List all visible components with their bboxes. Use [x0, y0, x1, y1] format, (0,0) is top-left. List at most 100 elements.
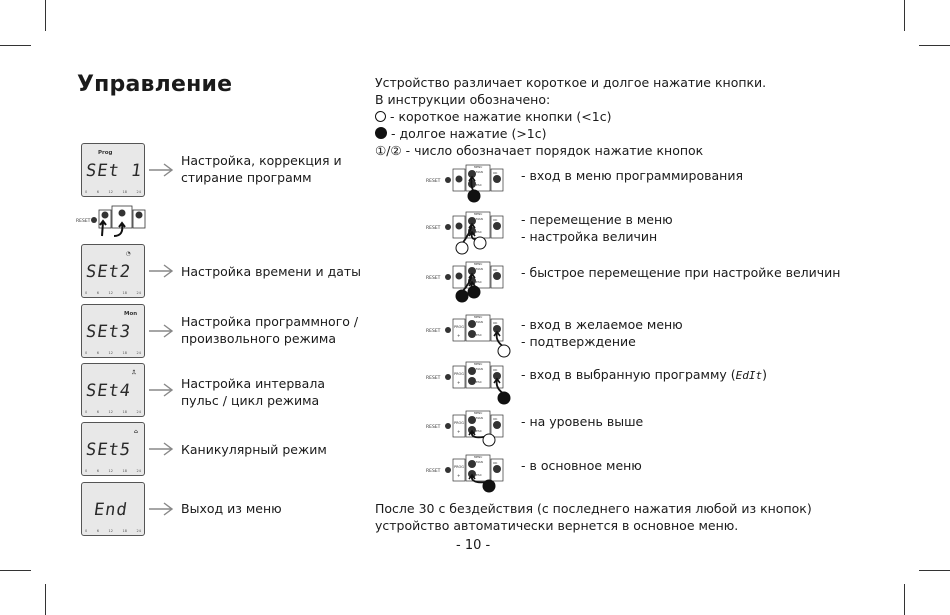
crop-mark: [0, 570, 31, 571]
long-press-icon: [467, 285, 481, 299]
svg-text:MAN: MAN: [476, 170, 483, 174]
svg-text:+: +: [457, 429, 460, 434]
lcd-segment-text: SEt 1: [84, 161, 144, 181]
svg-text:ESC: ESC: [476, 333, 482, 337]
action-line-part: - вход в выбранную программу (: [521, 367, 736, 382]
action-line: - на уровень выше: [521, 414, 644, 429]
scale-tick: 0: [85, 410, 88, 414]
svg-text:OK: OK: [493, 368, 498, 372]
svg-text:MENU: MENU: [474, 262, 482, 266]
long-press-icon: [467, 189, 481, 203]
svg-text:PROG: PROG: [454, 421, 464, 425]
scale-tick: 12: [108, 190, 113, 194]
reset-button: [445, 274, 451, 280]
scale-tick: 12: [108, 351, 113, 355]
reset-button: [445, 467, 451, 473]
svg-text:OK: OK: [493, 218, 498, 222]
scale-tick: 18: [122, 469, 127, 473]
scale-tick: 0: [85, 190, 88, 194]
scale-tick: 12: [108, 410, 113, 414]
svg-text:PROG: PROG: [454, 372, 464, 376]
ok-button: [493, 465, 501, 473]
svg-text:OK: OK: [493, 171, 498, 175]
menu-description: Настройка интервала пульс / цикл режима: [181, 376, 325, 408]
arrow-right-icon: [149, 324, 174, 338]
scale-tick: 6: [96, 291, 99, 295]
short-press-icon: [473, 236, 487, 250]
scale-tick: 24: [136, 291, 141, 295]
svg-text:+: +: [457, 380, 460, 385]
action-description: - в основное меню: [521, 457, 642, 474]
svg-text:OK: OK: [493, 417, 498, 421]
scale-tick: 0: [85, 291, 88, 295]
scale-tick: 6: [96, 410, 99, 414]
svg-text:OK: OK: [493, 268, 498, 272]
scale-tick: 6: [96, 190, 99, 194]
reset-button: [445, 374, 451, 380]
filled-circle-icon: [375, 127, 387, 139]
scale-tick: 24: [136, 351, 141, 355]
action-description: - на уровень выше: [521, 413, 643, 430]
arrow-right-icon: [149, 163, 174, 177]
action-line-part: ): [762, 367, 768, 382]
reset-label: RESET: [426, 275, 441, 281]
lcd-segment-text: SEt5: [84, 440, 133, 460]
page-number: - 10 -: [456, 538, 491, 553]
svg-text:+: +: [457, 473, 460, 478]
scale-tick: 18: [122, 351, 127, 355]
svg-text:PROG: PROG: [454, 325, 464, 329]
action-description: - перемещение в меню - настройка величин: [521, 211, 673, 245]
ok-button: [493, 325, 501, 333]
short-press-icon: [455, 241, 469, 255]
menu-description: Выход из меню: [181, 501, 282, 516]
reset-button: [445, 177, 451, 183]
scale-tick: 18: [122, 410, 127, 414]
scale-tick: 0: [85, 469, 88, 473]
svg-text:ESC: ESC: [476, 230, 482, 234]
svg-text:+: +: [457, 333, 460, 338]
reset-label: RESET: [426, 468, 441, 474]
crop-mark: [904, 584, 905, 615]
man-button: [468, 267, 476, 275]
scale-tick: 0: [85, 351, 88, 355]
action-line: - перемещение в меню: [521, 212, 673, 227]
svg-text:ESC: ESC: [476, 183, 482, 187]
scale-tick: 12: [108, 529, 113, 533]
long-press-icon: [455, 289, 469, 303]
scale-tick: 18: [122, 190, 127, 194]
action-line: - вход в выбранную программу (EdIt): [521, 366, 767, 384]
svg-text:MAN: MAN: [476, 267, 483, 271]
scale-tick: 6: [96, 469, 99, 473]
man-button: [468, 320, 476, 328]
action-description: - вход в желаемое меню- подтверждение: [521, 316, 683, 350]
svg-text:ESC: ESC: [476, 473, 482, 477]
short-press-label: - короткое нажатие кнопки (<1с): [389, 109, 612, 124]
action-line: - настройка величин: [521, 229, 658, 244]
svg-text:MENU: MENU: [474, 315, 482, 319]
action-description: - быстрое перемещение при настройке вели…: [521, 264, 840, 281]
reset-button: [445, 327, 451, 333]
page-title: Управление: [77, 72, 233, 97]
menu-description: Настройка, коррекция и стирание программ: [181, 153, 342, 185]
empty-circle-icon: [375, 111, 386, 122]
scale-tick: 24: [136, 529, 141, 533]
scale-tick: 24: [136, 410, 141, 414]
menu-description: Настройка программного / произвольного р…: [181, 314, 359, 346]
scale-tick: 24: [136, 469, 141, 473]
svg-text:MAN: MAN: [476, 217, 483, 221]
ok-button: [493, 272, 501, 280]
svg-text:OK: OK: [493, 461, 498, 465]
lcd-segment-text: SEt4: [84, 381, 133, 401]
short-press-icon: [482, 433, 496, 447]
ok-button: [493, 372, 501, 380]
man-button: [468, 217, 476, 225]
man-button: [468, 170, 476, 178]
ok-button: [493, 421, 501, 429]
action-description: - вход в выбранную программу (EdIt): [521, 366, 767, 384]
